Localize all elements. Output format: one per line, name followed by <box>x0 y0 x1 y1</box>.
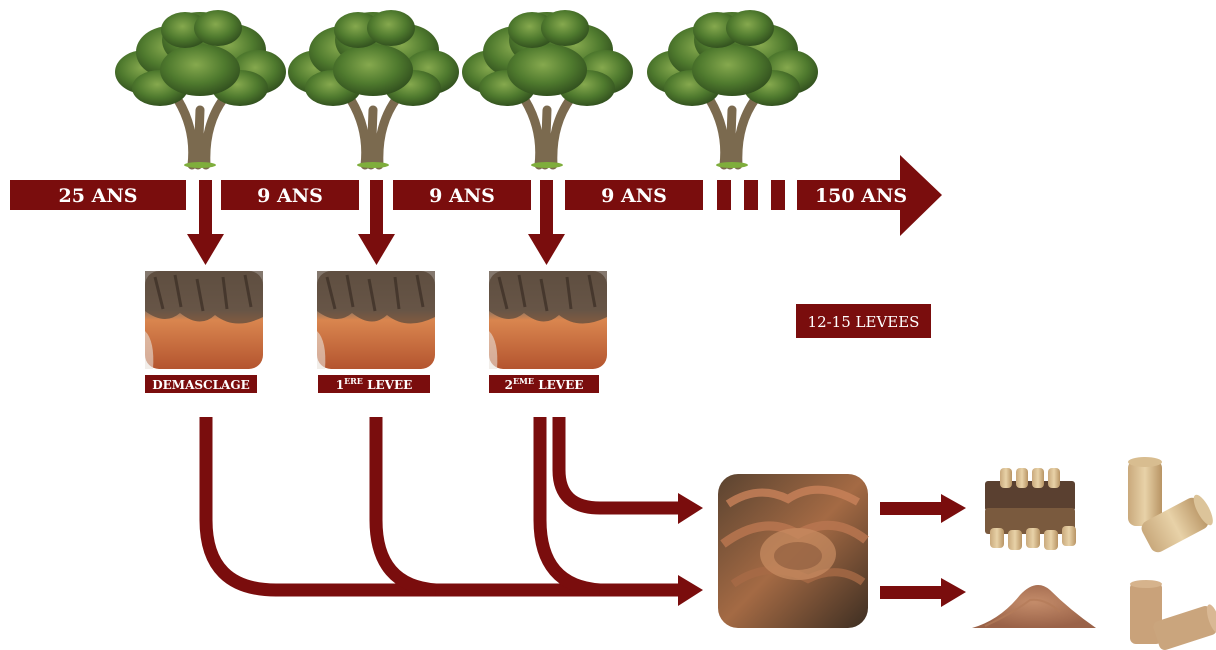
harvest-label: DEMASCLAGE <box>152 378 250 392</box>
cork-planks-pile-photo <box>718 474 868 628</box>
cork-bark-photo <box>317 271 435 369</box>
cork-bark-photo <box>145 271 263 369</box>
segment-label: 9 ANS <box>601 185 667 207</box>
arrowhead <box>678 493 703 524</box>
flow-arrows <box>206 417 680 590</box>
trees-group <box>115 10 818 168</box>
cork-stoppers-photo <box>985 468 1076 550</box>
cork-oak-tree-icon <box>288 10 459 168</box>
timeline-segment: 9 ANS <box>221 180 359 210</box>
natural-cork-stoppers <box>1128 457 1216 555</box>
cork-granules-photo <box>972 585 1096 628</box>
harvest-second-levee: 2EME LEVEE <box>489 271 607 393</box>
cork-oak-tree-icon <box>115 10 286 168</box>
flow-arrowheads <box>678 493 703 606</box>
down-arrow <box>358 180 395 265</box>
cork-bark-photo <box>489 271 607 369</box>
agglomerated-cork-stoppers <box>1130 580 1216 650</box>
segment-label: 9 ANS <box>429 185 495 207</box>
segment-label: 25 ANS <box>59 185 138 207</box>
timeline-dashes <box>717 180 785 210</box>
cork-oak-tree-icon <box>647 10 818 168</box>
harvests: DEMASCLAGE 1ERE LEVEE <box>145 271 607 393</box>
output-arrow <box>880 578 966 607</box>
cork-oak-tree-icon <box>462 10 633 168</box>
flow-path-second-levee-b <box>559 417 680 508</box>
svg-text:12-15 LEVEES: 12-15 LEVEES <box>808 313 920 331</box>
segment-label: 9 ANS <box>257 185 323 207</box>
harvest-demasclage: DEMASCLAGE <box>145 271 263 393</box>
levees-count-badge: 12-15 LEVEES <box>796 304 931 338</box>
arrowhead <box>678 575 703 606</box>
output-arrows <box>880 494 966 607</box>
timeline: 25 ANS 9 ANS 9 ANS 9 ANS 150 ANS <box>10 155 942 236</box>
down-arrow <box>187 180 224 265</box>
timeline-end-arrow: 150 ANS <box>797 155 942 236</box>
output-arrow <box>880 494 966 523</box>
end-label: 150 ANS <box>815 185 907 207</box>
timeline-segment: 25 ANS <box>10 180 186 210</box>
timeline-segment: 9 ANS <box>393 180 531 210</box>
down-arrow <box>528 180 565 265</box>
timeline-segment: 9 ANS <box>565 180 703 210</box>
flow-path-first-levee <box>376 417 436 590</box>
harvest-first-levee: 1ERE LEVEE <box>317 271 435 393</box>
